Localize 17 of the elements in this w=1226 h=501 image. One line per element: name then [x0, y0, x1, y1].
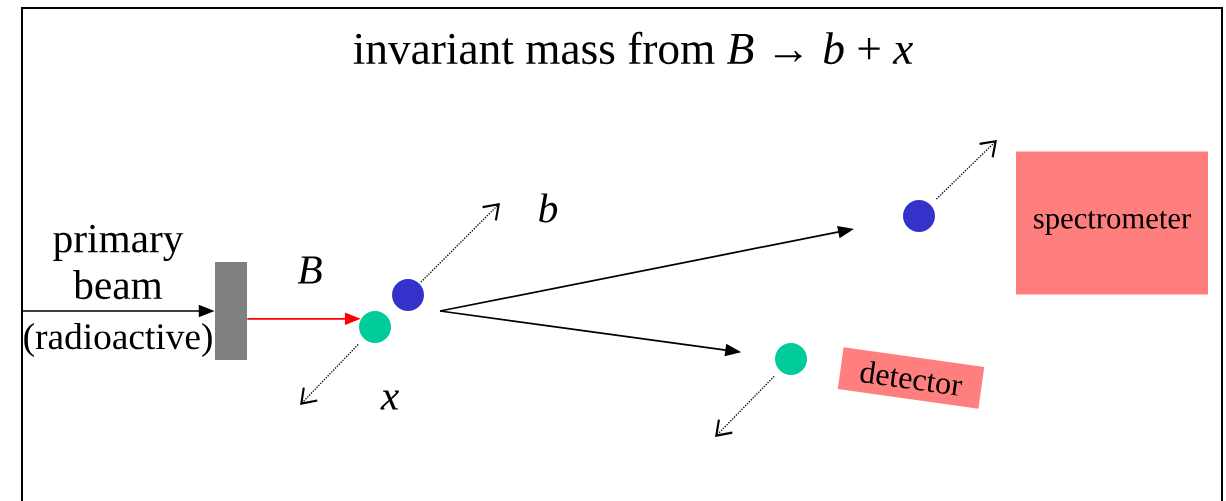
dotted-arrow	[420, 203, 500, 283]
particle-label: b	[539, 193, 558, 223]
particle-label: x	[380, 390, 399, 410]
detector-box: detector	[837, 347, 985, 409]
particle-dot	[359, 311, 391, 343]
dotted-arrow	[935, 140, 997, 200]
title: invariant mass from B → b + x	[353, 31, 913, 65]
particle-dot	[903, 200, 935, 232]
target-bar	[215, 262, 247, 360]
beam-label: primary beam	[53, 224, 184, 300]
dotted-arrow	[715, 375, 775, 437]
particle-dot	[392, 279, 424, 311]
particle-dot	[775, 343, 807, 375]
beam-label: (radioactive)	[24, 323, 212, 357]
particle-label: B	[297, 256, 322, 284]
dotted-arrow	[300, 343, 359, 405]
spectrometer-box: spectrometer	[1016, 151, 1208, 295]
